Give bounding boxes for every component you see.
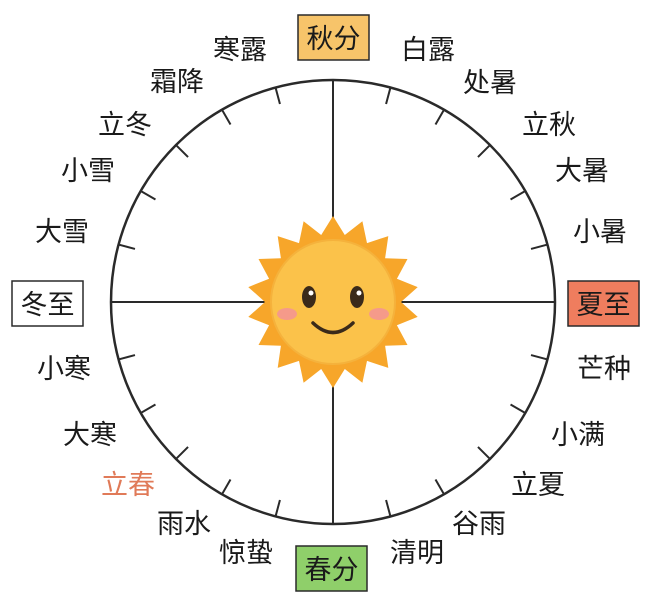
spring-equinox-label: 春分 bbox=[305, 555, 359, 586]
term-major-snow: 大雪 bbox=[35, 217, 89, 248]
term-grain-rain: 谷雨 bbox=[452, 509, 506, 540]
spring-equinox-box: 春分 bbox=[295, 545, 368, 592]
tick-mark bbox=[118, 354, 136, 361]
term-clear-and-bright: 清明 bbox=[390, 538, 444, 569]
left-eye bbox=[302, 286, 316, 308]
term-awakening-of-insects: 惊蛰 bbox=[219, 538, 273, 569]
tick-marks bbox=[118, 87, 548, 517]
term-end-of-heat: 处暑 bbox=[463, 68, 517, 99]
term-minor-snow: 小雪 bbox=[61, 156, 115, 187]
term-white-dew: 白露 bbox=[401, 35, 455, 66]
term-start-of-winter: 立冬 bbox=[98, 110, 152, 141]
tick-mark bbox=[140, 403, 156, 414]
tick-mark bbox=[221, 479, 232, 495]
tick-mark bbox=[477, 446, 491, 460]
term-minor-cold: 小寒 bbox=[37, 354, 91, 385]
winter-solstice-box: 冬至 bbox=[11, 280, 84, 327]
right-cheek bbox=[369, 308, 389, 320]
right-eye bbox=[350, 286, 364, 308]
term-start-of-summer: 立夏 bbox=[511, 470, 565, 501]
left-cheek bbox=[277, 308, 297, 320]
tick-mark bbox=[530, 243, 548, 250]
summer-solstice-label: 夏至 bbox=[577, 290, 631, 321]
term-rain-water: 雨水 bbox=[157, 509, 211, 540]
tick-mark bbox=[510, 403, 526, 414]
term-major-heat: 大暑 bbox=[555, 156, 609, 187]
tick-mark bbox=[510, 190, 526, 201]
term-grain-buds: 小满 bbox=[551, 420, 605, 451]
autumn-equinox-box: 秋分 bbox=[297, 14, 370, 61]
autumn-equinox-label: 秋分 bbox=[307, 24, 361, 55]
winter-solstice-label: 冬至 bbox=[21, 290, 75, 321]
tick-mark bbox=[175, 144, 189, 158]
term-start-of-autumn: 立秋 bbox=[522, 110, 576, 141]
term-major-cold: 大寒 bbox=[63, 420, 117, 451]
tick-mark bbox=[274, 87, 281, 105]
term-grain-in-ear: 芒种 bbox=[577, 354, 631, 385]
tick-mark bbox=[118, 243, 136, 250]
term-frost-descent: 霜降 bbox=[150, 67, 204, 98]
term-minor-heat: 小暑 bbox=[573, 217, 627, 248]
tick-mark bbox=[477, 144, 491, 158]
tick-mark bbox=[140, 190, 156, 201]
term-start-of-spring: 立春 bbox=[101, 470, 155, 501]
tick-mark bbox=[175, 446, 189, 460]
tick-mark bbox=[221, 109, 232, 125]
tick-mark bbox=[385, 87, 392, 105]
tick-mark bbox=[274, 499, 281, 517]
smile bbox=[311, 321, 355, 335]
sun-face bbox=[271, 240, 395, 364]
tick-mark bbox=[434, 109, 445, 125]
tick-mark bbox=[434, 479, 445, 495]
tick-mark bbox=[385, 499, 392, 517]
term-cold-dew: 寒露 bbox=[213, 35, 267, 66]
smiling-sun-icon bbox=[248, 216, 418, 388]
tick-mark bbox=[530, 354, 548, 361]
summer-solstice-box: 夏至 bbox=[567, 280, 640, 327]
